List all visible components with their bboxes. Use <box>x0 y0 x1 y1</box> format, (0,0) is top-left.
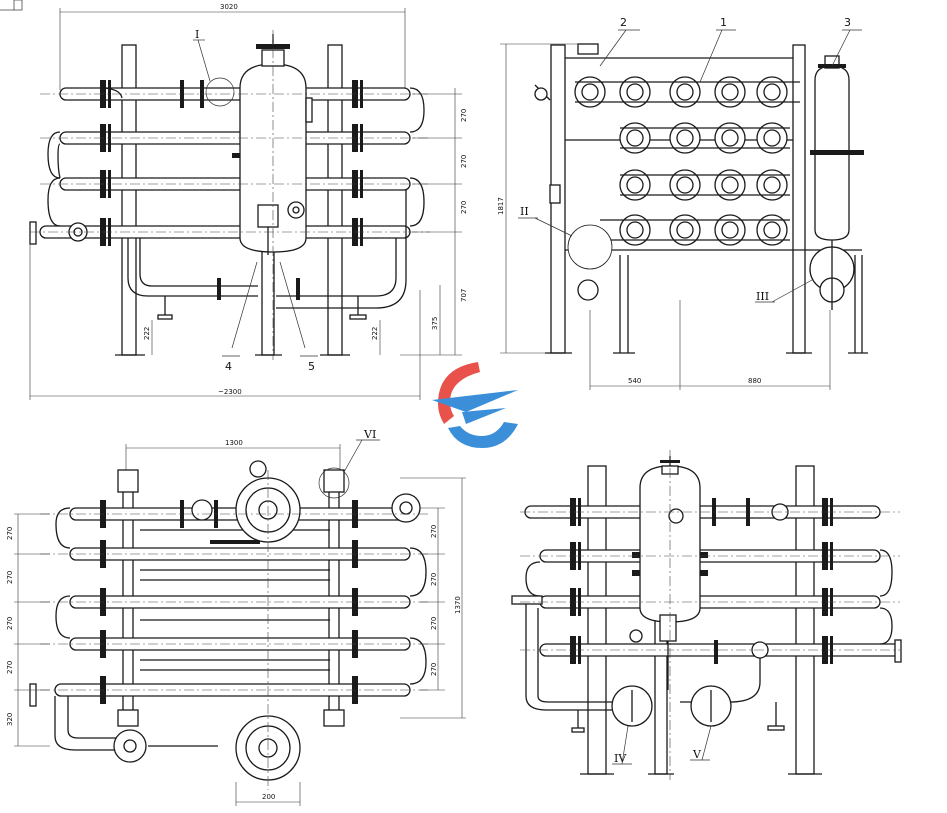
callout-item-4: 4 <box>225 360 232 373</box>
dim-top-right2: 270 <box>430 573 438 586</box>
dim-top-left4: 270 <box>6 661 14 674</box>
rear-view: IV V <box>511 450 902 780</box>
dim-base-right: 880 <box>748 377 761 385</box>
dim-top-right4: 270 <box>430 663 438 676</box>
dim-top-left5: 320 <box>6 713 14 726</box>
callout-item-2: 2 <box>620 16 627 29</box>
dim-right-foot: 222 <box>371 327 379 340</box>
callout-detail-I: I <box>195 28 199 41</box>
callout-detail-III: III <box>756 290 769 303</box>
callout-item-3: 3 <box>844 16 851 29</box>
dim-right-foot2: 375 <box>431 317 439 330</box>
dim-h1: 270 <box>460 109 468 122</box>
side-view: 2 1 3 II III 1817 540 880 <box>497 16 868 390</box>
dim-top-right1: 270 <box>430 525 438 538</box>
callout-detail-II: II <box>520 205 529 218</box>
dim-h4: 707 <box>460 289 468 302</box>
dim-width-bottom: ~2300 <box>218 388 242 396</box>
dim-h3: 270 <box>460 201 468 214</box>
top-view: 1300 VI <box>6 428 466 806</box>
callout-detail-VI: VI <box>363 428 376 441</box>
callout-detail-IV: IV <box>614 752 627 765</box>
flange-grid <box>574 76 800 256</box>
dim-top-left2: 270 <box>6 571 14 584</box>
dim-top-overall: 1370 <box>454 596 462 614</box>
dim-top-right3: 270 <box>430 617 438 630</box>
dim-width-top: 3020 <box>220 3 238 11</box>
dim-top-left1: 270 <box>6 527 14 540</box>
front-view: 3020 <box>0 0 468 400</box>
dim-side-height: 1817 <box>497 197 505 215</box>
dim-h2: 270 <box>460 155 468 168</box>
dim-base-left: 540 <box>628 377 641 385</box>
dim-top-width: 1300 <box>225 439 243 447</box>
dim-left-foot: 222 <box>143 327 151 340</box>
callout-detail-V: V <box>692 748 702 761</box>
dim-top-left3: 270 <box>6 617 14 630</box>
company-logo <box>432 362 518 448</box>
dim-top-bottom: 200 <box>262 793 275 801</box>
callout-item-1: 1 <box>720 16 727 29</box>
callout-item-5: 5 <box>308 360 315 373</box>
